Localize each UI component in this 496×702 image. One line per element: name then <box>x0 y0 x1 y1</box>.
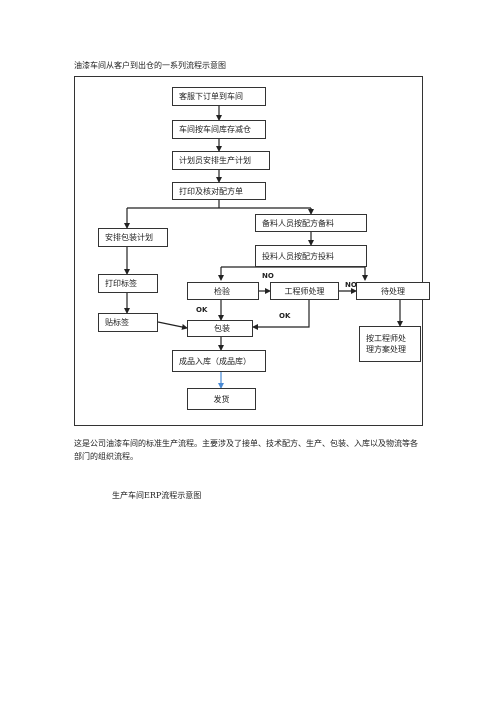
node-plan: 计划员安排生产计划 <box>172 151 270 170</box>
label-ok-inspect: OK <box>196 306 208 314</box>
node-print-label: 打印标签 <box>98 274 158 293</box>
node-pending-detail: 按工程师处 理方案处理 <box>359 326 421 362</box>
node-print-formula: 打印及核对配方单 <box>172 182 266 200</box>
flowchart-frame <box>74 76 423 426</box>
node-pending-detail-line2: 理方案处理 <box>366 345 406 354</box>
node-stock: 车间按车间库存减仓 <box>172 120 266 139</box>
node-ship: 发货 <box>187 388 256 410</box>
node-prep: 备料人员按配方备料 <box>255 214 367 232</box>
diagram-heading: 油漆车间从客户到出仓的一系列流程示意图 <box>74 61 226 70</box>
label-no-engineer: NO <box>345 281 357 289</box>
node-engineer: 工程师处理 <box>270 282 339 300</box>
node-order: 客服下订单到车间 <box>172 87 266 106</box>
node-warehouse: 成品入库（成品库） <box>172 350 266 372</box>
node-pending-detail-line1: 按工程师处 <box>366 334 406 343</box>
node-feed: 投料人员按配方投料 <box>255 245 367 267</box>
description-paragraph: 这是公司油漆车间的标准生产流程。主要涉及了接单、技术配方、生产、包装、入库以及物… <box>74 439 418 461</box>
node-inspect: 检验 <box>187 282 259 300</box>
node-pack-plan: 安排包装计划 <box>98 228 168 247</box>
node-packing: 包装 <box>187 320 253 337</box>
node-pending: 待处理 <box>356 282 430 300</box>
label-no-inspect: NO <box>262 272 274 280</box>
subheading: 生产车间ERP流程示意图 <box>112 491 202 500</box>
arrow-sticklabel-packing <box>157 321 188 330</box>
label-ok-engineer: OK <box>279 312 291 320</box>
node-stick-label: 贴标签 <box>98 313 158 332</box>
arrow-engineer-packing <box>252 300 310 330</box>
